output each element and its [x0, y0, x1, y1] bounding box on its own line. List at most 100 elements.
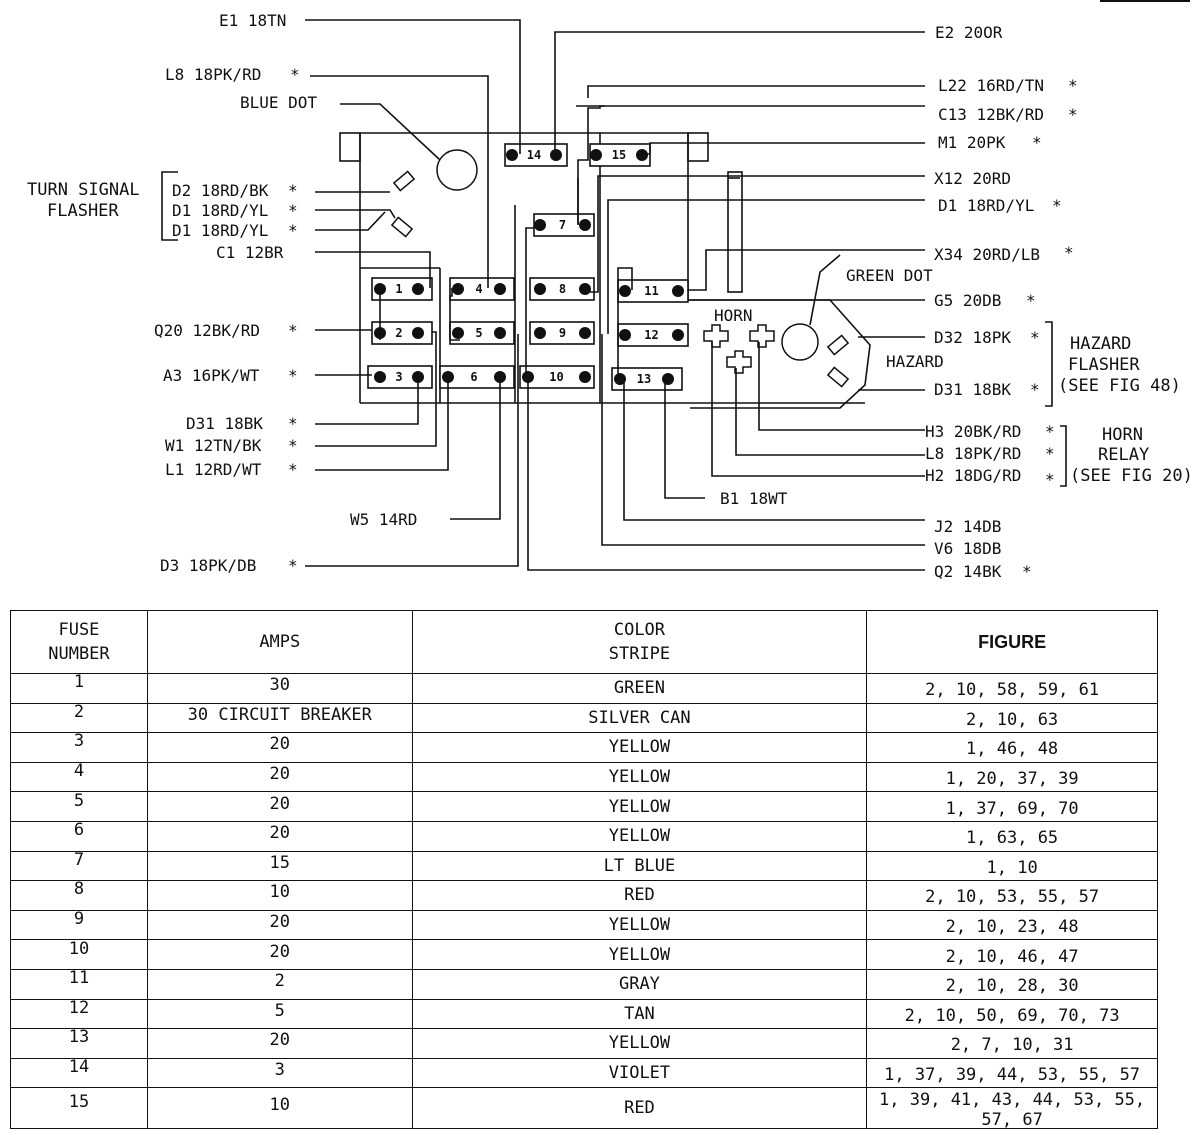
fuse-number-cell: 14: [10, 1057, 148, 1089]
amps-cell: 20: [146, 732, 413, 763]
color-stripe-cell: RED: [411, 880, 868, 911]
amps-cell: 20: [146, 821, 413, 852]
fuse-number-cell: 1: [10, 672, 148, 704]
amps-cell: 20: [146, 939, 413, 970]
label-w5: W5 14RD: [350, 510, 417, 529]
label-l8-right: L8 18PK/RD: [925, 444, 1021, 463]
svg-text:*: *: [1068, 105, 1078, 124]
amps-cell: 20: [146, 1028, 413, 1059]
fuse-number-cell: 3: [10, 731, 148, 763]
fuse-10: 10: [519, 365, 595, 389]
fuse-number-cell: 6: [10, 820, 148, 852]
svg-text:*: *: [290, 65, 300, 84]
fuse-number-cell: 12: [10, 998, 148, 1030]
svg-text:*: *: [288, 181, 298, 200]
color-stripe-cell: TAN: [411, 999, 868, 1030]
figure-cell: 2, 10, 50, 69, 70, 73: [866, 999, 1158, 1030]
label-q2: Q2 14BK: [934, 562, 1002, 581]
fuse-number-cell: 7: [10, 850, 148, 882]
label-c13: C13 12BK/RD: [938, 105, 1044, 124]
amps-cell: 10: [146, 1087, 413, 1130]
svg-text:*: *: [288, 414, 298, 433]
label-horn-relay-3: (SEE FIG 20): [1070, 466, 1193, 486]
fuse-number-cell: 4: [10, 761, 148, 793]
svg-text:*: *: [1045, 444, 1055, 463]
svg-text:*: *: [1045, 422, 1055, 441]
blue-dot: [436, 149, 478, 191]
fuse-8: 8: [529, 277, 595, 301]
green-dot: [781, 323, 819, 361]
wire-labels: E1 18TN L8 18PK/RD * BLUE DOT TURN SIGNA…: [27, 11, 1193, 581]
svg-text:*: *: [288, 201, 298, 220]
svg-text:*: *: [1022, 562, 1032, 581]
label-l1: L1 12RD/WT: [165, 460, 262, 479]
amps-cell: 30 CIRCUIT BREAKER: [146, 703, 413, 734]
svg-text:*: *: [1030, 380, 1040, 399]
svg-text:*: *: [288, 221, 298, 240]
label-flasher: FLASHER: [47, 201, 119, 221]
label-d32: D32 18PK: [934, 328, 1011, 347]
bottom-rule: [10, 1128, 1158, 1129]
label-w1: W1 12TN/BK: [165, 436, 262, 455]
fuse-number-cell: 10: [10, 939, 148, 970]
svg-text:*: *: [1068, 76, 1078, 95]
fuse-9: 9: [529, 321, 595, 345]
label-d1-right: D1 18RD/YL: [938, 196, 1034, 215]
amps-cell: 2: [146, 969, 413, 1000]
fuse-14: 14: [504, 143, 568, 167]
wires: [161, 19, 1067, 571]
fuse-number-label: 3: [395, 370, 402, 384]
top-rule: [1100, 0, 1190, 2]
svg-text:*: *: [1052, 196, 1062, 215]
color-stripe-cell: RED: [411, 1087, 868, 1130]
fuse-3: 3: [367, 365, 433, 389]
horn-terminals: [703, 324, 775, 374]
fuse-number-label: 10: [549, 370, 563, 384]
fuse-number-label: 8: [559, 282, 566, 296]
label-l8-top: L8 18PK/RD: [165, 65, 261, 84]
color-stripe-cell: YELLOW: [411, 791, 868, 822]
amps-cell: 5: [146, 999, 413, 1030]
label-d31-left: D31 18BK: [186, 414, 263, 433]
fuse-number-cell: 9: [10, 909, 148, 941]
figure-cell: 2, 10, 53, 55, 57: [866, 880, 1158, 911]
label-d1-b: D1 18RD/YL: [172, 221, 268, 240]
label-x34: X34 20RD/LB: [934, 245, 1040, 264]
figure-cell: 1, 37, 69, 70: [866, 791, 1158, 822]
svg-text:*: *: [1026, 291, 1036, 310]
svg-text:*: *: [288, 460, 298, 479]
color-stripe-cell: GRAY: [411, 969, 868, 1000]
label-h2: H2 18DG/RD: [925, 466, 1021, 485]
fuse-6: 6: [439, 365, 515, 389]
fuse-number-label: 4: [475, 282, 482, 296]
figure-cell: 2, 10, 46, 47: [866, 939, 1158, 970]
fuse-number-label: 11: [644, 284, 658, 298]
label-a3: A3 16PK/WT: [163, 366, 260, 385]
label-b1: B1 18WT: [720, 489, 788, 508]
figure-cell: 1, 39, 41, 43, 44, 53, 55, 57, 67: [866, 1087, 1158, 1130]
fuse-number-cell: 2: [10, 702, 148, 734]
figure-cell: 1, 10: [866, 851, 1158, 882]
fuse-number-label: 2: [395, 326, 402, 340]
label-j2: J2 14DB: [934, 517, 1001, 536]
fuse-number-label: 12: [644, 328, 658, 342]
label-horn: HORN: [714, 306, 753, 325]
figure-cell: 2, 10, 23, 48: [866, 910, 1158, 941]
label-v6: V6 18DB: [934, 539, 1001, 558]
fuse-2: 2: [371, 321, 433, 345]
label-hazard-flasher-2: FLASHER: [1068, 355, 1140, 375]
color-stripe-cell: YELLOW: [411, 939, 868, 970]
fuse-number-label: 14: [527, 148, 541, 162]
